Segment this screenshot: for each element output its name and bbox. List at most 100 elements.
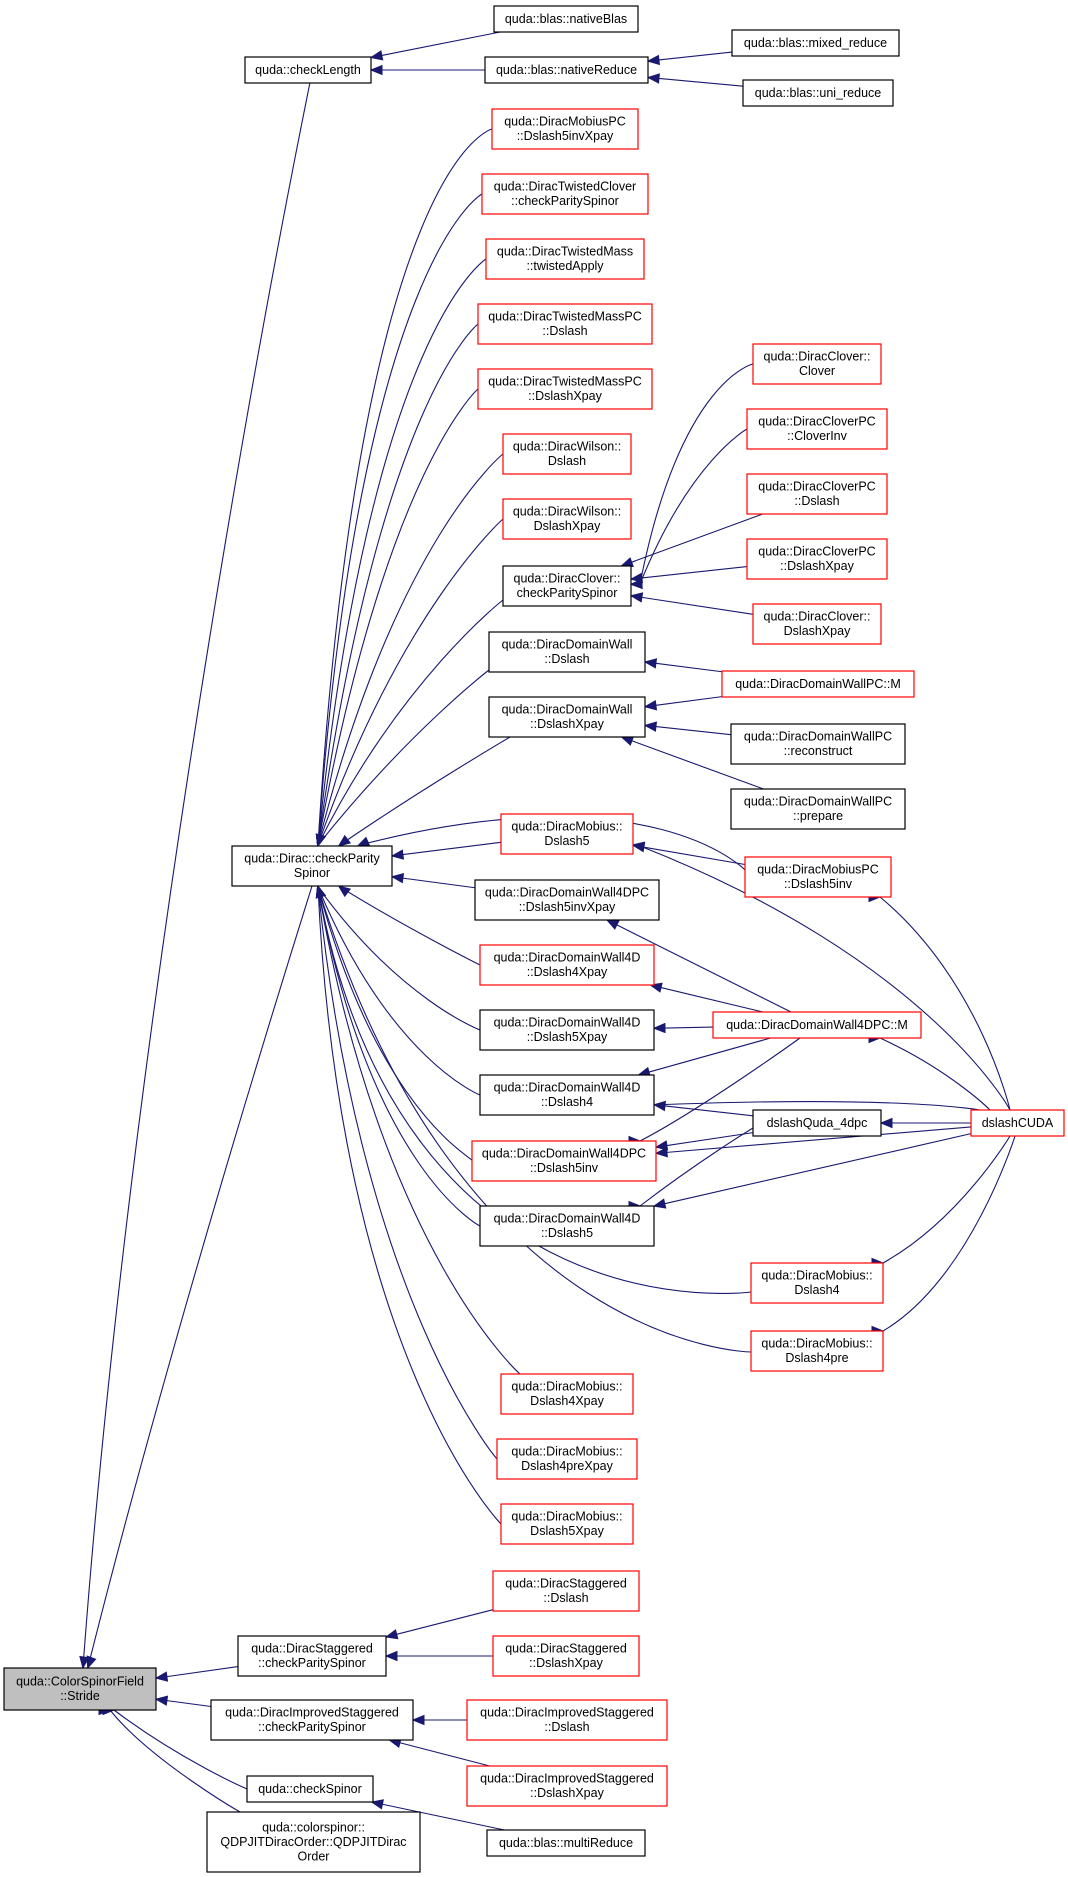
edge-uniReduce-to-nativeReduce: [646, 73, 744, 87]
node-box: [752, 603, 882, 645]
node-label: quda::DiracTwistedClover: [494, 180, 636, 194]
edge-istag_DX-to-istag_cps: [387, 1737, 490, 1767]
node-uniReduce[interactable]: quda::blas::uni_reduce: [742, 79, 894, 107]
node-dwPC_rec[interactable]: quda::DiracDomainWallPC::reconstruct: [730, 723, 906, 765]
node-dslashCUDA[interactable]: dslashCUDA: [970, 1109, 1065, 1137]
node-mobius_D4preXpay[interactable]: quda::DiracMobius::Dslash4preXpay: [496, 1438, 638, 1480]
node-box: [491, 108, 639, 150]
edge-dw4dpc_D5invXpay-to-dirac_cps: [390, 872, 476, 889]
node-dwPC_M[interactable]: quda::DiracDomainWallPC::M: [721, 670, 915, 698]
node-multiReduce[interactable]: quda::blas::multiReduce: [486, 1829, 646, 1857]
node-mobius_D4Xpay[interactable]: quda::DiracMobius::Dslash4Xpay: [500, 1373, 634, 1415]
node-wilson_DX[interactable]: quda::DiracWilson::DslashXpay: [502, 498, 632, 540]
node-label: Spinor: [294, 866, 330, 880]
node-dirac_cps[interactable]: quda::Dirac::checkParitySpinor: [231, 845, 393, 887]
arrowhead-icon: [620, 557, 634, 567]
node-stag_DX[interactable]: quda::DiracStaggered::DslashXpay: [492, 1635, 640, 1677]
node-stag_cps[interactable]: quda::DiracStaggered::checkParitySpinor: [237, 1635, 387, 1677]
node-label: quda::DiracDomainWall4D: [494, 1081, 641, 1095]
node-dwPC_prep[interactable]: quda::DiracDomainWallPC::prepare: [730, 788, 906, 830]
node-box: [750, 1262, 884, 1304]
node-dw4d_D4Xpay[interactable]: quda::DiracDomainWall4D::Dslash4Xpay: [479, 944, 655, 986]
node-mobiusPC_D5invXpay[interactable]: quda::DiracMobiusPC::Dslash5invXpay: [491, 108, 639, 150]
edge-line: [639, 845, 1011, 1111]
node-cloverPC_DX[interactable]: quda::DiracCloverPC::DslashXpay: [746, 538, 888, 580]
edge-line: [166, 1665, 239, 1678]
edge-line: [648, 1037, 771, 1073]
node-label: ::prepare: [793, 809, 843, 823]
edge-dw_D-to-dirac_cps: [315, 669, 490, 848]
node-label: quda::DiracMobiusPC: [757, 863, 879, 877]
node-stride[interactable]: quda::ColorSpinorField::Stride: [3, 1667, 157, 1711]
node-dw4dpc_D5inv[interactable]: quda::DiracDomainWall4DPC::Dslash5inv: [471, 1140, 657, 1182]
node-cloverPC_D[interactable]: quda::DiracCloverPC::Dslash: [746, 473, 888, 515]
node-nativeBlas[interactable]: quda::blas::nativeBlas: [493, 5, 639, 33]
node-istag_D[interactable]: quda::DiracImprovedStaggered::Dslash: [466, 1699, 668, 1741]
node-label: Dslash5: [544, 834, 589, 848]
node-twClover_cps[interactable]: quda::DiracTwistedClover::checkParitySpi…: [481, 173, 649, 215]
edge-dw4dpc_M-to-dw4d_D4: [637, 1037, 771, 1077]
node-label: quda::DiracMobius::: [761, 1269, 872, 1283]
node-mixedReduce[interactable]: quda::blas::mixed_reduce: [731, 29, 900, 57]
node-dw_DX[interactable]: quda::DiracDomainWall::DslashXpay: [488, 696, 646, 738]
edge-dslashCUDA-to-dw4d_D5: [652, 1133, 972, 1209]
node-dw4d_D5Xpay[interactable]: quda::DiracDomainWall4D::Dslash5Xpay: [479, 1009, 655, 1051]
node-qdpjit[interactable]: quda::colorspinor::QDPJITDiracOrder::QDP…: [206, 1811, 421, 1873]
node-label: DslashXpay: [534, 519, 601, 533]
edge-line: [317, 886, 481, 1031]
edge-wilson_D-to-dirac_cps: [315, 453, 504, 848]
edge-dslashCUDA-to-mobius_D5: [631, 841, 1011, 1111]
edge-dw4d_D5Xpay-to-dirac_cps: [315, 884, 481, 1031]
node-label: quda::DiracTwistedMassPC: [488, 375, 642, 389]
node-mobius_D5[interactable]: quda::DiracMobius::Dslash5: [500, 813, 634, 855]
node-checkLength[interactable]: quda::checkLength: [244, 56, 372, 84]
edge-mobiusPC_D5inv-to-mobius_D5: [631, 842, 746, 866]
node-clover_Clover[interactable]: quda::DiracClover::Clover: [752, 343, 882, 385]
node-dw4dpc_D5invXpay[interactable]: quda::DiracDomainWall4DPC::Dslash5invXpa…: [474, 879, 660, 921]
node-box: [3, 1667, 157, 1711]
edge-line: [658, 77, 744, 87]
node-istag_DX[interactable]: quda::DiracImprovedStaggered::DslashXpay: [466, 1765, 668, 1807]
node-dw4dpc_M[interactable]: quda::DiracDomainWall4DPC::M: [712, 1011, 922, 1039]
node-mobius_D5Xpay[interactable]: quda::DiracMobius::Dslash5Xpay: [500, 1503, 634, 1545]
node-wilson_D[interactable]: quda::DiracWilson::Dslash: [502, 433, 632, 475]
node-stag_D[interactable]: quda::DiracStaggered::Dslash: [492, 1570, 640, 1612]
node-dw_D[interactable]: quda::DiracDomainWall::Dslash: [488, 631, 646, 673]
node-dw4d_D4[interactable]: quda::DiracDomainWall4D::Dslash4: [479, 1074, 655, 1116]
node-label: ::Dslash: [794, 494, 839, 508]
edge-line: [664, 1133, 972, 1205]
edge-line: [339, 736, 511, 846]
node-cloverPC_inv[interactable]: quda::DiracCloverPC::CloverInv: [746, 408, 888, 450]
node-twMass_apply[interactable]: quda::DiracTwistedMass::twistedApply: [485, 238, 645, 280]
node-istag_cps[interactable]: quda::DiracImprovedStaggered::checkParit…: [210, 1699, 414, 1741]
node-nativeReduce[interactable]: quda::blas::nativeReduce: [484, 56, 649, 84]
edge-dwPC_rec-to-dw_DX: [643, 721, 732, 736]
node-twMassPC_D[interactable]: quda::DiracTwistedMassPC::Dslash: [477, 303, 653, 345]
edge-line: [359, 816, 746, 871]
edge-line: [666, 1132, 754, 1147]
node-mobiusPC_D5inv[interactable]: quda::DiracMobiusPC::Dslash5inv: [744, 856, 892, 898]
edge-mobiusPC_D5invXpay-to-dirac_cps: [315, 128, 493, 848]
node-label: ::Dslash5inv: [530, 1161, 599, 1175]
edge-dslashCUDA-to-dw4dpc_D5inv: [654, 1126, 972, 1158]
node-clover_cps[interactable]: quda::DiracClover::checkParitySpinor: [502, 565, 632, 607]
arrowhead-icon: [654, 1140, 669, 1151]
arrowhead-icon: [369, 50, 384, 61]
node-label: ::DslashXpay: [530, 717, 604, 731]
node-label: dslashCUDA: [982, 1116, 1054, 1130]
node-box: [712, 1011, 922, 1039]
node-twMassPC_DX[interactable]: quda::DiracTwistedMassPC::DslashXpay: [477, 368, 653, 410]
arrowhead-icon: [154, 1671, 169, 1682]
node-mobius_D4[interactable]: quda::DiracMobius::Dslash4: [750, 1262, 884, 1304]
edge-line: [631, 513, 763, 563]
node-box: [466, 1699, 668, 1741]
node-mobius_D4pre[interactable]: quda::DiracMobius::Dslash4pre: [750, 1330, 884, 1372]
node-checkSpinor[interactable]: quda::checkSpinor: [246, 1775, 374, 1803]
node-dslashQuda4dpc[interactable]: dslashQuda_4dpc: [752, 1109, 882, 1137]
node-clover_DX[interactable]: quda::DiracClover::DslashXpay: [752, 603, 882, 645]
node-dw4d_D5[interactable]: quda::DiracDomainWall4D::Dslash5: [479, 1205, 655, 1247]
node-box: [479, 1074, 655, 1116]
edge-dw4dpc_M-to-dw4dpc_D5invXpay: [605, 919, 792, 1013]
node-label: ::Dslash5invXpay: [517, 129, 614, 143]
arrowhead-icon: [154, 1695, 169, 1706]
